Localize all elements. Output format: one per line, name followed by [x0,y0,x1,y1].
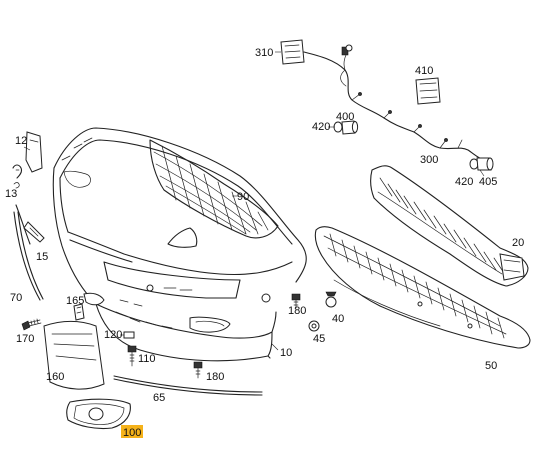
part-100-bezel [66,398,131,430]
label-420-left: 420 [312,121,330,133]
part-180-screw-upper [291,293,301,309]
label-405: 405 [479,176,497,188]
part-15-strip [15,204,45,245]
part-12-cover [23,131,43,173]
part-120-clip [120,331,135,339]
part-20-absorber [370,165,529,287]
label-40: 40 [332,313,344,325]
part-65-strip [113,375,263,396]
part-400-sensor [328,120,359,135]
label-165: 165 [66,295,84,307]
label-65: 65 [153,392,165,404]
label-300: 300 [420,154,438,166]
label-13: 13 [5,188,17,200]
label-120: 120 [104,329,122,341]
part-405-sensor [469,157,494,177]
label-90: 90 [237,191,249,203]
label-100: 100 [123,427,141,439]
part-labels: 310 410 420 400 300 420 405 12 13 90 20 … [5,47,524,439]
part-310-bracket [275,39,305,65]
label-170: 170 [16,333,34,345]
label-410: 410 [415,65,433,77]
label-180-upper: 180 [288,305,306,317]
label-12: 12 [15,135,27,147]
label-420-right: 420 [455,176,473,188]
part-110-screw [127,345,137,367]
label-45: 45 [313,333,325,345]
part-70-strip [13,211,44,301]
label-10: 10 [280,347,292,359]
part-50-reinforcement [314,226,531,349]
part-45-nut [308,320,320,332]
label-400: 400 [336,111,354,123]
label-160: 160 [46,371,64,383]
label-20: 20 [512,237,524,249]
part-10-bumper-cover [52,127,307,362]
part-410-bracket [415,77,441,105]
part-180-screw-lower [193,361,203,379]
label-310: 310 [255,47,273,59]
part-160-plate-holder [43,321,105,390]
part-170-screw [21,318,42,331]
part-300-harness [303,44,485,161]
label-50: 50 [485,360,497,372]
label-110: 110 [138,353,156,365]
highlight-box [121,425,143,438]
part-165-clip [73,303,85,321]
part-13-clip [12,164,23,189]
part-40-clip [325,291,337,308]
label-70: 70 [10,292,22,304]
label-180-lower: 180 [206,371,224,383]
part-90-grille [149,139,279,239]
label-15: 15 [36,251,48,263]
